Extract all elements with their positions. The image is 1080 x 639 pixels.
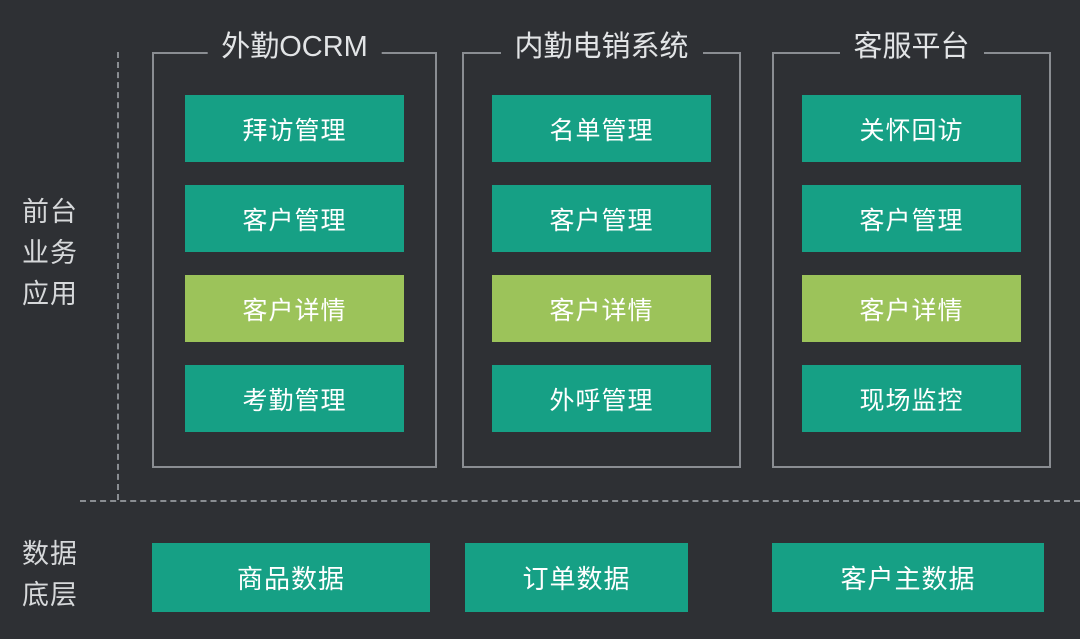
data-box[interactable]: 商品数据 [152, 543, 430, 612]
group-title: 客服平台 [839, 27, 984, 67]
app-box[interactable]: 客户详情 [492, 275, 711, 342]
app-box[interactable]: 名单管理 [492, 95, 711, 162]
app-box[interactable]: 现场监控 [802, 365, 1021, 432]
data-box[interactable]: 订单数据 [465, 543, 688, 612]
app-box[interactable]: 拜访管理 [185, 95, 404, 162]
group-items: 关怀回访 客户管理 客户详情 现场监控 [774, 95, 1049, 432]
app-box[interactable]: 客户管理 [492, 185, 711, 252]
horizontal-dashed-divider [80, 500, 1080, 502]
group-title: 外勤OCRM [207, 27, 382, 67]
group-kefu-pingtai: 客服平台 关怀回访 客户管理 客户详情 现场监控 [772, 27, 1051, 468]
app-box[interactable]: 客户管理 [185, 185, 404, 252]
group-items: 名单管理 客户管理 客户详情 外呼管理 [464, 95, 739, 432]
vertical-dashed-divider [117, 52, 119, 500]
group-title: 内勤电销系统 [500, 27, 703, 67]
group-neiqin-dianxiao: 内勤电销系统 名单管理 客户管理 客户详情 外呼管理 [462, 27, 741, 468]
app-box[interactable]: 考勤管理 [185, 365, 404, 432]
group-items: 拜访管理 客户管理 客户详情 考勤管理 [154, 95, 435, 432]
app-box[interactable]: 客户详情 [802, 275, 1021, 342]
group-waiqin-ocrm: 外勤OCRM 拜访管理 客户管理 客户详情 考勤管理 [152, 27, 437, 468]
app-box[interactable]: 关怀回访 [802, 95, 1021, 162]
data-box[interactable]: 客户主数据 [772, 543, 1044, 612]
app-box[interactable]: 客户管理 [802, 185, 1021, 252]
app-box[interactable]: 外呼管理 [492, 365, 711, 432]
app-box[interactable]: 客户详情 [185, 275, 404, 342]
row-label-data-layer: 数据 底层 [22, 539, 78, 610]
row-label-front-office: 前台 业务 应用 [22, 197, 78, 309]
